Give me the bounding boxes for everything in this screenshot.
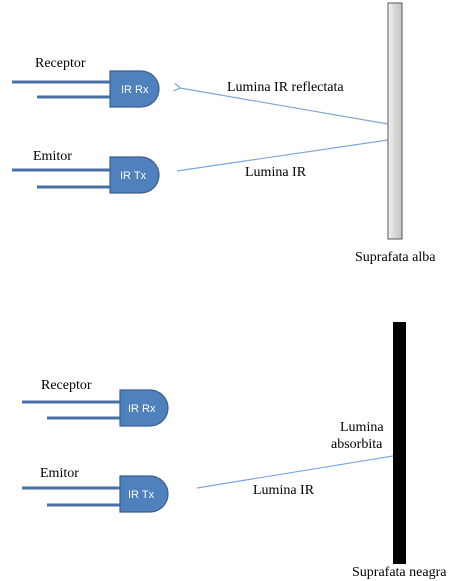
receiver-top: Receptor IR Rx: [12, 56, 160, 108]
emitter-label: Emitor: [40, 466, 79, 481]
black-surface-label: Suprafata neagra: [352, 565, 447, 580]
emitted-ray-arrow: [176, 140, 388, 172]
emitted-light-label: Lumina IR: [245, 165, 307, 180]
receiver-label: Receptor: [35, 56, 86, 71]
white-surface-label: Suprafata alba: [355, 250, 436, 265]
receiver-chip-label: IR Rx: [128, 403, 156, 415]
reflected-light-label: Lumina IR reflectata: [227, 80, 344, 95]
emitter-body: [119, 475, 169, 513]
emitted-ray-arrow: [196, 456, 393, 489]
receiver-chip-label: IR Rx: [121, 84, 149, 96]
receiver-body: [109, 70, 160, 108]
emitter-top: Emitor IR Tx: [12, 149, 160, 194]
receiver-bottom: Receptor IR Rx: [22, 378, 169, 427]
emitter-body: [109, 156, 160, 194]
emitter-label: Emitor: [33, 149, 72, 164]
absorbed-light-label-line1: Lumina: [340, 420, 384, 435]
receiver-body: [119, 389, 169, 427]
emitter-chip-label: IR Tx: [128, 489, 155, 501]
emitter-bottom: Emitor IR Tx: [22, 466, 169, 513]
reflected-ray-arrow: [180, 88, 389, 125]
scene-bottom: Receptor IR Rx Emitor IR Tx Lumina absor…: [22, 322, 447, 580]
emitter-chip-label: IR Tx: [120, 170, 147, 182]
white-surface: [387, 2, 403, 240]
receiver-label: Receptor: [41, 378, 92, 393]
emitted-light-label: Lumina IR: [253, 483, 315, 498]
black-surface: [393, 322, 406, 564]
absorbed-light-label-line2: absorbita: [331, 437, 383, 452]
scene-top: Receptor IR Rx Emitor IR Tx Lumina IR re…: [12, 2, 436, 265]
